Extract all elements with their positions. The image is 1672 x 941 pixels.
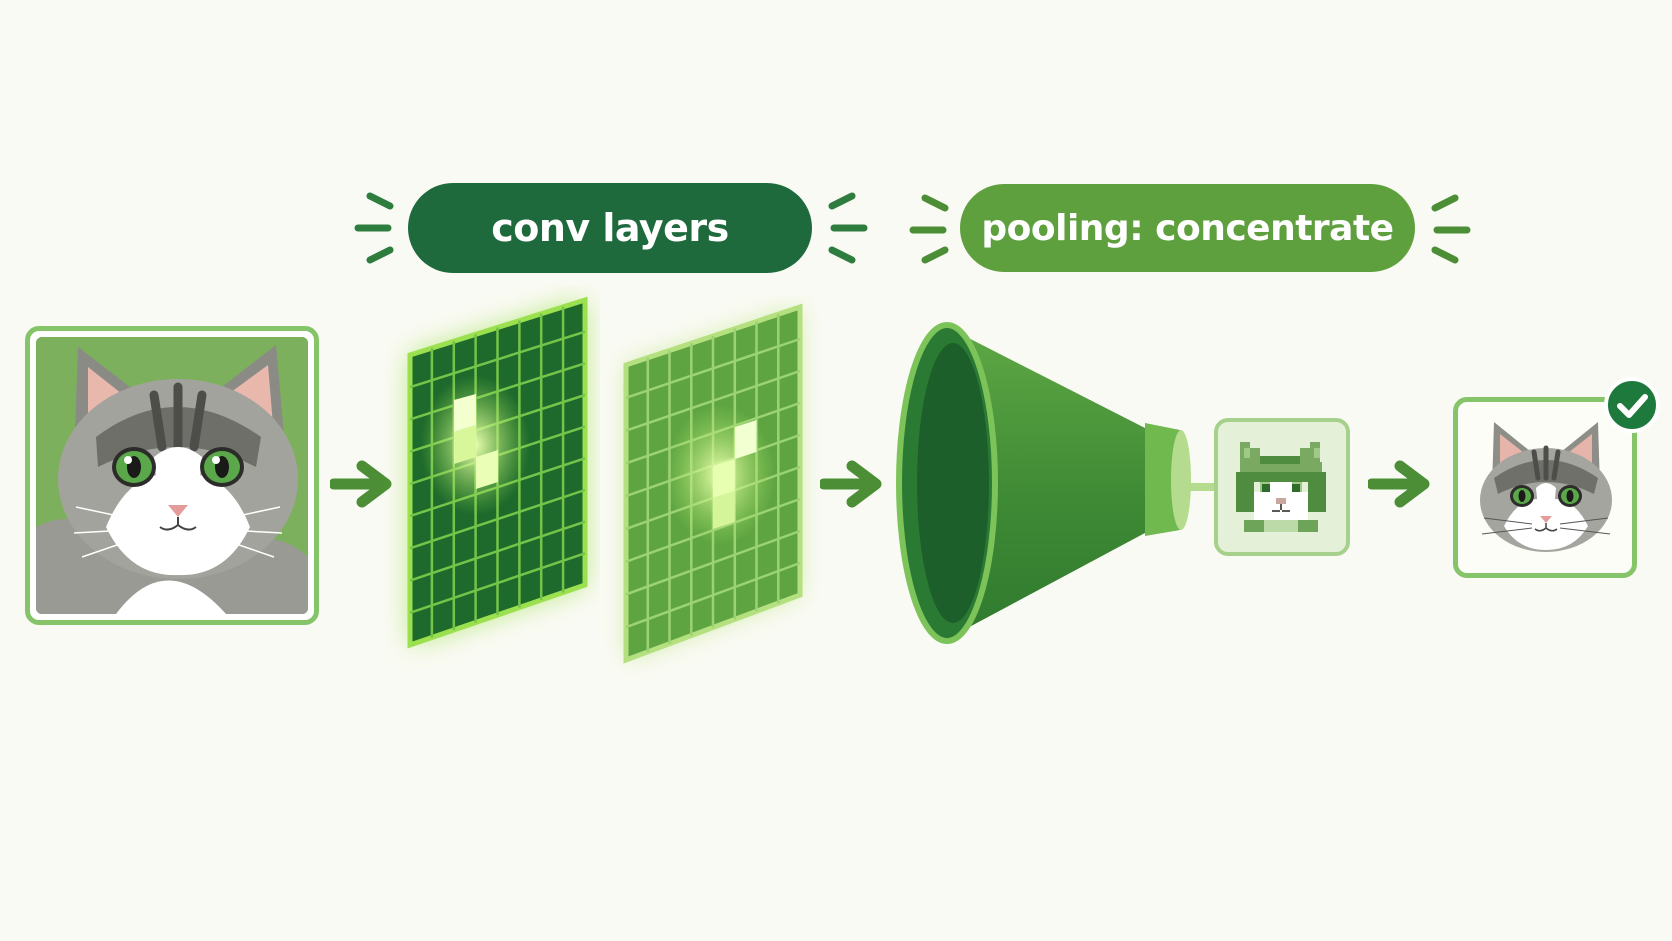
conv-layers-label: conv layers [408, 183, 812, 273]
pooling-label: pooling: concentrate [960, 184, 1415, 272]
checkmark-icon [1604, 377, 1660, 433]
arrow-right-icon [330, 460, 392, 508]
sparkle-right-pool-icon [1431, 194, 1471, 264]
pixelated-cat-icon [1224, 428, 1340, 546]
sparkle-right-conv-icon [828, 192, 868, 264]
output-result-card [1453, 397, 1637, 578]
feature-map-1-icon [407, 296, 588, 649]
arrow-right-icon [820, 460, 882, 508]
pooled-feature-card [1214, 418, 1350, 556]
cat-photo-icon [36, 337, 308, 614]
connector-icon [1185, 483, 1219, 491]
arrow-right-icon [1368, 460, 1430, 508]
sparkle-left-conv-icon [354, 192, 394, 264]
input-image-card [25, 326, 319, 625]
sparkle-left-pool-icon [909, 194, 949, 264]
cat-face-icon [1464, 408, 1626, 567]
funnel-icon [896, 322, 1191, 644]
feature-map-2-icon [623, 303, 803, 664]
